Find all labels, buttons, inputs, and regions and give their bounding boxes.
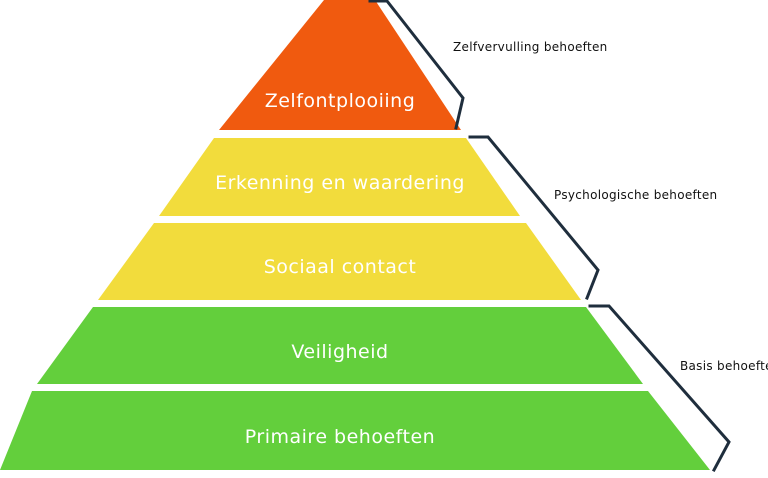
group-label-zelfvervulling: Zelfvervulling behoeften <box>453 40 608 54</box>
layer-label-zelfontplooiing: Zelfontplooiing <box>265 90 416 112</box>
layer-label-erkenning-en-waardering: Erkenning en waardering <box>215 172 465 194</box>
group-brackets: Zelfvervulling behoeften Psychologische … <box>368 0 768 473</box>
layer-primaire-behoeften <box>0 391 710 470</box>
layer-sociaal-contact <box>98 223 581 300</box>
group-label-basis: Basis behoefte <box>680 359 768 373</box>
layer-erkenning-en-waardering <box>159 138 520 216</box>
bracket-zelfvervulling <box>368 0 465 130</box>
group-label-psychologisch: Psychologische behoeften <box>554 188 717 202</box>
layer-label-sociaal-contact: Sociaal contact <box>264 256 417 278</box>
layer-label-primaire-behoeften: Primaire behoeften <box>245 426 435 448</box>
bracket-basis <box>588 304 731 473</box>
layer-veiligheid <box>37 307 643 384</box>
layer-zelfontplooiing <box>219 0 461 130</box>
bracket-psychologisch <box>468 135 600 300</box>
pyramid: Zelfontplooiing Erkenning en waardering … <box>0 0 710 470</box>
layer-label-veiligheid: Veiligheid <box>291 341 388 363</box>
